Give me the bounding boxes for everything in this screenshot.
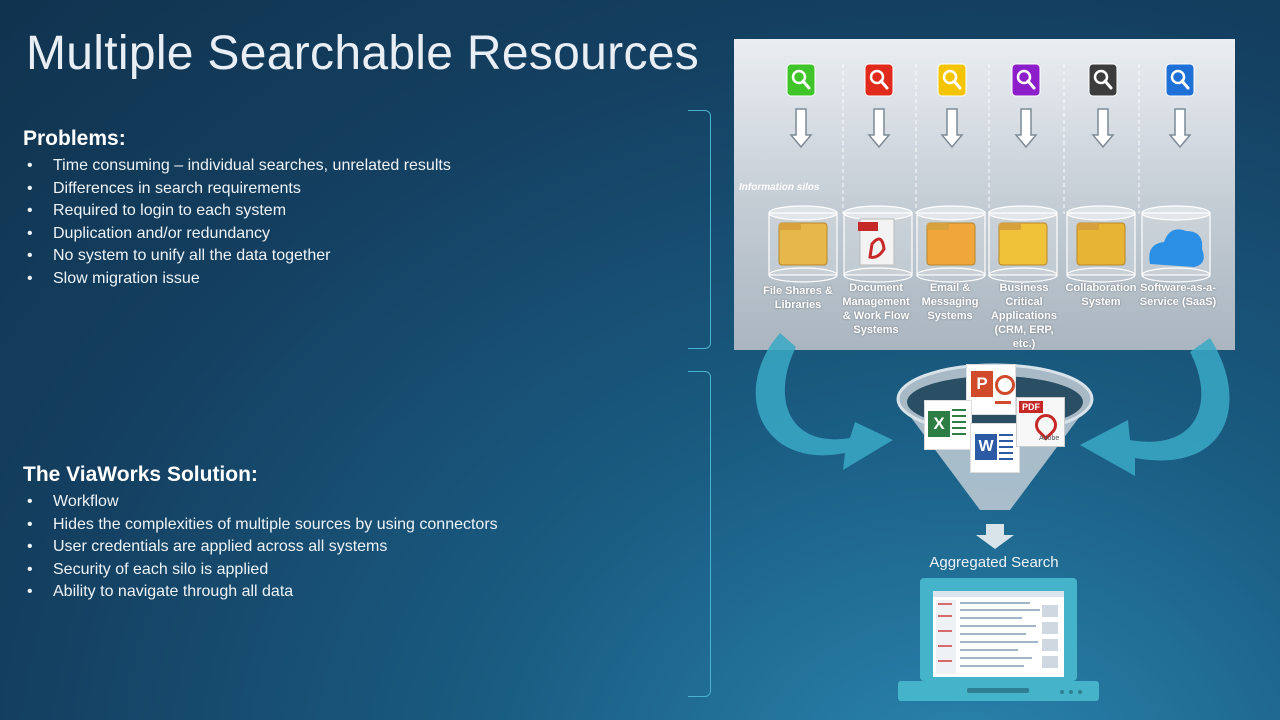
laptop-icon (898, 578, 1099, 701)
problems-list: Time consuming – individual searches, un… (22, 155, 642, 290)
solution-item: Workflow (22, 491, 642, 514)
search-icon (937, 63, 967, 97)
solution-item: Hides the complexities of multiple sourc… (22, 514, 642, 537)
search-icon (1088, 63, 1118, 97)
silo-label-saas: Software-as-a-Service (SaaS) (1139, 282, 1217, 308)
silo-label-collaboration: Collaboration System (1065, 282, 1137, 308)
solution-item: Ability to navigate through all data (22, 581, 642, 604)
silo-cylinder (916, 205, 986, 283)
powerpoint-icon: P (966, 364, 1016, 415)
information-silos-label: Information silos (739, 182, 820, 193)
problem-item: Time consuming – individual searches, un… (22, 155, 642, 178)
silo-label-business-apps: Business Critical Applications (CRM, ERP… (990, 282, 1057, 350)
left-curved-arrow (755, 333, 893, 470)
down-arrow-icon (1014, 108, 1038, 149)
information-silos-panel: Information silos File Shares & Librarie… (734, 39, 1235, 350)
silo-cylinder (768, 205, 838, 283)
search-icon (786, 63, 816, 97)
down-arrow-icon (789, 108, 813, 149)
problems-heading: Problems: (23, 127, 126, 150)
solution-bracket (688, 371, 711, 697)
solution-item: User credentials are applied across all … (22, 536, 642, 559)
silo-label-document-management: Document Management & Work Flow Systems (842, 282, 910, 336)
problem-item: Duplication and/or redundancy (22, 223, 642, 246)
solution-item: Security of each silo is applied (22, 559, 642, 582)
silo-cylinder (988, 205, 1058, 283)
excel-icon: X (924, 400, 972, 450)
problem-item: Slow migration issue (22, 268, 642, 291)
search-icons (786, 63, 1195, 97)
pdf-icon: PDF Adobe (1016, 397, 1065, 447)
slide-title: Multiple Searchable Resources (26, 27, 700, 80)
silo-label-file-shares: File Shares & Libraries (763, 285, 833, 311)
search-icon (1011, 63, 1041, 97)
word-icon: W (970, 423, 1020, 473)
down-arrow-icon (1168, 108, 1192, 149)
solution-list: Workflow Hides the complexities of multi… (22, 491, 642, 604)
search-icon (864, 63, 894, 97)
silo-cylinder (1066, 205, 1136, 283)
aggregated-search-label: Aggregated Search (929, 554, 1059, 571)
search-icon (1165, 63, 1195, 97)
silo-label-email: Email & Messaging Systems (921, 282, 979, 322)
solution-heading: The ViaWorks Solution: (23, 463, 258, 486)
down-arrow-icon (867, 108, 891, 149)
silo-cylinder (1141, 205, 1211, 283)
right-curved-arrow (1080, 338, 1230, 476)
problem-item: Required to login to each system (22, 200, 642, 223)
down-arrow-icon (940, 108, 964, 149)
problem-item: No system to unify all the data together (22, 245, 642, 268)
silo-cylinder (843, 205, 913, 283)
problem-item: Differences in search requirements (22, 178, 642, 201)
silo-graphics (768, 64, 1211, 283)
down-arrow-icon (1091, 108, 1115, 149)
down-arrow-icon (976, 524, 1014, 549)
problems-bracket (688, 110, 711, 349)
